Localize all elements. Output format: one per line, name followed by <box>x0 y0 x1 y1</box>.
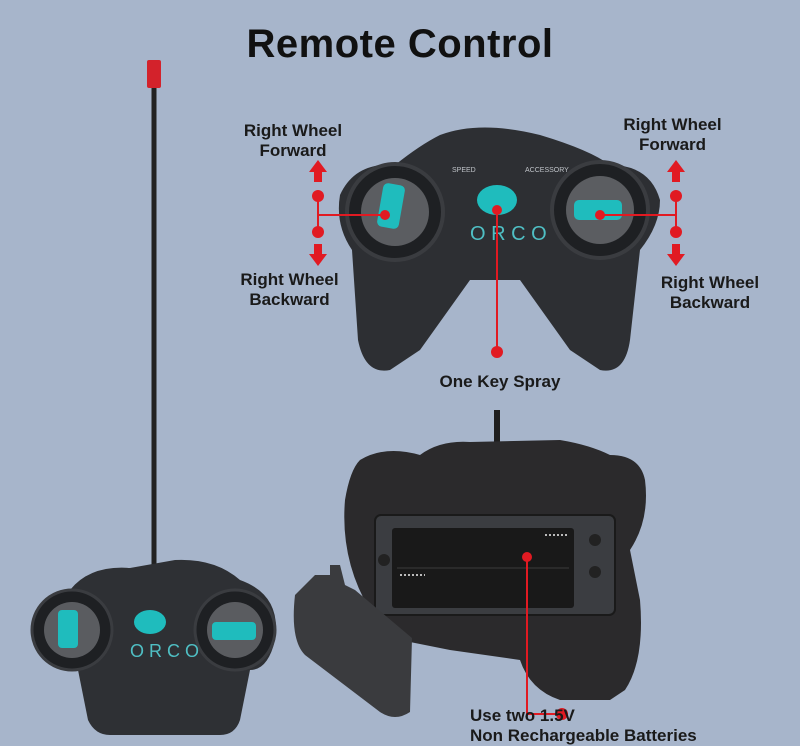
arrow-up-icon <box>667 160 685 182</box>
label-right-forward: Right Wheel Forward <box>623 115 722 154</box>
arrow-up-icon <box>309 160 327 182</box>
callout-spray <box>491 205 503 358</box>
label-one-key-spray: One Key Spray <box>439 372 561 391</box>
left-stick-teal <box>58 610 78 648</box>
svg-text:ACCESSORY: ACCESSORY <box>525 167 569 174</box>
svg-text:O R C O: O R C O <box>130 641 199 661</box>
remote-top: O R C O SPEED ACCESSORY <box>338 127 660 371</box>
arrow-down-icon <box>667 244 685 266</box>
spray-button <box>477 185 517 215</box>
callout-right-joystick <box>595 160 685 266</box>
antenna-tip <box>147 60 161 88</box>
battery-cover <box>293 565 412 717</box>
antenna <box>147 60 161 565</box>
callout-left-joystick <box>309 160 390 266</box>
label-battery-info: Use two 1.5V Non Rechargeable Batteries <box>470 706 697 745</box>
svg-text:O R C O: O R C O <box>470 223 547 245</box>
arrow-down-icon <box>309 244 327 266</box>
spray-button-teal <box>134 610 166 634</box>
label-left-backward: Right Wheel Backward <box>240 270 339 309</box>
page-title: Remote Control <box>246 22 554 66</box>
label-left-forward: Right Wheel Forward <box>243 121 343 160</box>
remote-battery-view <box>293 410 646 717</box>
svg-text:SPEED: SPEED <box>452 167 476 174</box>
right-stick-teal <box>212 622 256 640</box>
label-right-backward: Right Wheel Backward <box>660 273 760 312</box>
callout-battery <box>522 552 568 720</box>
remote-bottom-left: O R C O <box>30 559 277 735</box>
